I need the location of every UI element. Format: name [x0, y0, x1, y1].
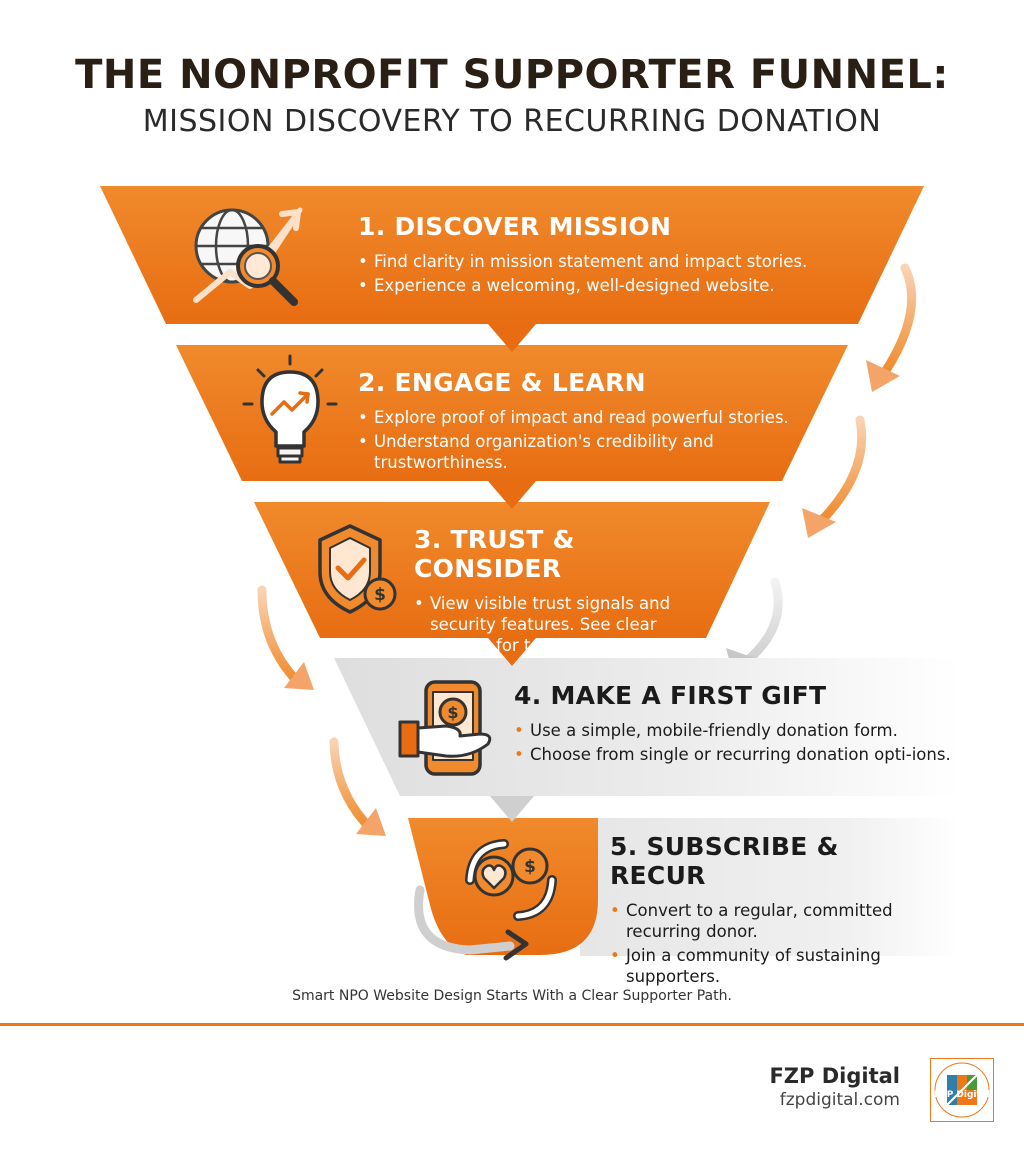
stage-5-text: 5. SUBSCRIBE & RECUR Convert to a regula…	[610, 832, 940, 990]
stage-4-text: 4. MAKE A FIRST GIFT Use a simple, mobil…	[514, 681, 954, 768]
lightbulb-growth-icon	[242, 354, 338, 464]
stage-3-bullet-1: View visible trust signals and security …	[414, 593, 714, 656]
brand-name: FZP Digital	[769, 1064, 900, 1088]
stage-5-bullet-1: Convert to a regular, committed recurrin…	[610, 900, 940, 942]
stage-4-title: 4. MAKE A FIRST GIFT	[514, 681, 827, 710]
brand-block: FZP Digital fzpdigital.com	[769, 1064, 900, 1110]
connector-chevron-1	[488, 324, 536, 352]
brand-logo: FZP Digital	[930, 1058, 994, 1122]
logo-text: FZP Digital	[934, 1090, 990, 1100]
caption: Smart NPO Website Design Starts With a C…	[292, 988, 732, 1004]
flow-arrow-right-1	[866, 263, 917, 392]
stage-1-title: 1. DISCOVER MISSION	[358, 212, 672, 241]
stage-2-title: 2. ENGAGE & LEARN	[358, 368, 646, 397]
svg-text:$: $	[374, 585, 386, 605]
brand-url[interactable]: fzpdigital.com	[779, 1090, 900, 1110]
flow-arrow-left-1	[257, 585, 314, 690]
globe-magnifier-growth-icon	[193, 207, 303, 306]
stage-4-bullet-2: Choose from single or recurring donation…	[514, 744, 954, 765]
shield-check-dollar-icon: $	[318, 524, 397, 614]
connector-chevron-2	[488, 481, 536, 509]
stage-3-title: 3. TRUST & CONSIDER	[414, 525, 575, 583]
flow-arrow-left-2	[329, 737, 386, 836]
stage-2-bullet-2: Understand organization's credibility an…	[358, 431, 798, 473]
recurring-heart-dollar-icon: $	[414, 839, 557, 961]
stage-2-text: 2. ENGAGE & LEARN Explore proof of impac…	[358, 368, 798, 476]
svg-text:$: $	[447, 703, 458, 722]
page-subtitle: MISSION DISCOVERY TO RECURRING DONATION	[142, 104, 882, 139]
stage-5-bullet-2: Join a community of sustaining supporter…	[610, 945, 940, 987]
phone-donation-hand-icon: $	[398, 680, 492, 776]
connector-chevron-4	[490, 796, 534, 822]
svg-text:$: $	[524, 857, 536, 877]
stage-5-title: 5. SUBSCRIBE & RECUR	[610, 832, 839, 890]
stage-4-bullet-1: Use a simple, mobile-friendly donation f…	[514, 720, 954, 741]
stage-2-bullet-1: Explore proof of impact and read powerfu…	[358, 407, 798, 428]
page-title: THE NONPROFIT SUPPORTER FUNNEL:	[75, 52, 949, 98]
fzp-logo-icon: FZP Digital	[934, 1062, 990, 1118]
flow-arrow-right-2	[802, 415, 867, 538]
stage-1-bullet-2: Experience a welcoming, well-designed we…	[358, 275, 838, 296]
stage-3-text: 3. TRUST & CONSIDER View visible trust s…	[414, 525, 714, 659]
stage-1-text: 1. DISCOVER MISSION Find clarity in miss…	[358, 212, 838, 299]
divider	[0, 1023, 1024, 1026]
stage-1-bullet-1: Find clarity in mission statement and im…	[358, 251, 838, 272]
